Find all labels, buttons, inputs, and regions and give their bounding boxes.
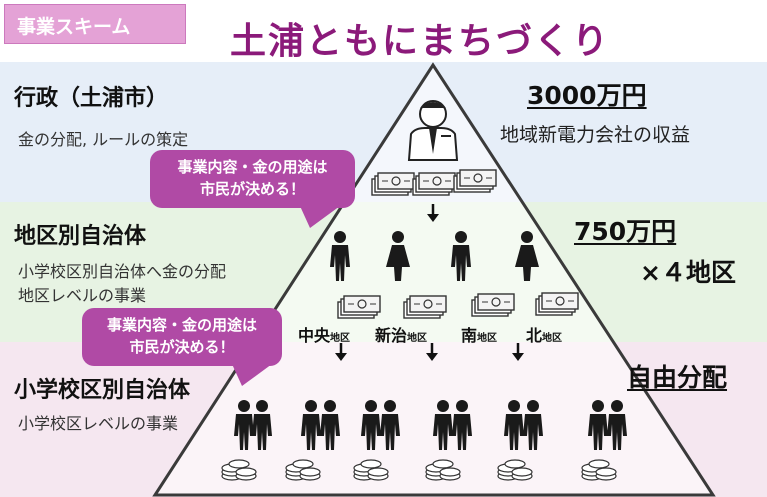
district-label: 北地区: [526, 326, 563, 345]
level-bot-desc: 小学校区レベルの事業: [18, 414, 179, 433]
section-tag: 事業スキーム: [4, 4, 186, 44]
callout-lower-line2: 市民が決める！: [129, 338, 235, 356]
banknote-icon: [412, 172, 456, 196]
callout-lower-line1: 事業内容・金の用途は: [106, 316, 257, 334]
district-label: 新治地区: [375, 326, 428, 345]
level-top-desc: 金の分配, ルールの策定: [18, 130, 189, 149]
callout-upper-line2: 市民が決める！: [199, 180, 305, 198]
level-top-amount-note: 地域新電力会社の収益: [500, 124, 691, 146]
callout-upper-line1: 事業内容・金の用途は: [177, 158, 328, 176]
banknote-icon: [337, 295, 381, 319]
level-bot-amount: 自由分配: [627, 363, 728, 392]
banknote-icon: [403, 295, 447, 319]
district-label: 南地区: [461, 326, 498, 345]
banknote-icon: [471, 293, 515, 317]
businessman-icon: [407, 100, 459, 161]
district-label: 中央地区: [298, 326, 351, 345]
level-mid-desc-2: 地区レベルの事業: [18, 286, 147, 305]
banknote-icon: [453, 169, 497, 193]
level-mid-multiplier: ×４地区: [640, 258, 736, 287]
level-top-amount: 3000万円: [527, 81, 647, 110]
banknote-icon: [371, 172, 415, 196]
level-mid-desc-1: 小学校区別自治体へ金の分配: [18, 262, 227, 281]
page-title: 土浦ともにまちづくり: [230, 21, 611, 62]
callout-lower: 事業内容・金の用途は 市民が決める！: [82, 308, 282, 386]
callout-upper: 事業内容・金の用途は 市民が決める！: [150, 150, 355, 228]
banknote-icon: [535, 292, 579, 316]
level-top-name: 行政（土浦市）: [14, 86, 169, 111]
pyramid-outline: [152, 62, 716, 497]
level-bot-name: 小学校区別自治体: [14, 378, 191, 403]
section-tag-label: 事業スキーム: [17, 16, 131, 38]
level-mid-amount: 750万円: [574, 217, 677, 246]
level-mid-name: 地区別自治体: [14, 224, 147, 249]
